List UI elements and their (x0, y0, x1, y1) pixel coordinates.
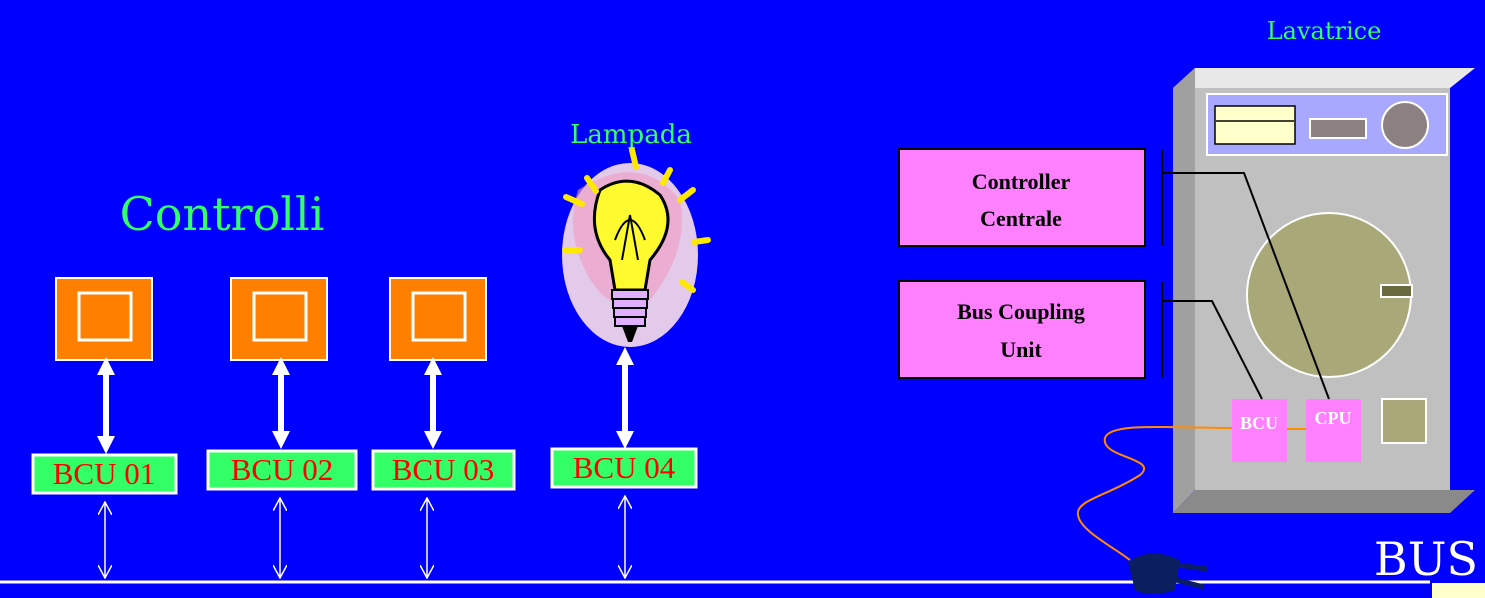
bcu-chip-label: BCU (1240, 413, 1278, 433)
bcu-04-label: BCU 04 (573, 450, 676, 485)
controlli-label: Controlli (120, 187, 325, 241)
bus-label: BUS (1374, 532, 1478, 586)
cpu-chip-label: CPU (1315, 408, 1352, 428)
bcu-03-box (371, 449, 516, 491)
bcu-01-label: BCU 01 (53, 456, 156, 491)
bus-coupling-unit-callout: Bus Coupling Unit (898, 280, 1146, 379)
svg-text:Bus Coupling: Bus Coupling (957, 299, 1085, 324)
svg-text:Controller: Controller (972, 169, 1071, 194)
svg-text:Centrale: Centrale (980, 206, 1062, 231)
device-bcu-arrows (97, 347, 634, 454)
bus-corner-tab (1432, 583, 1485, 598)
power-cable (1076, 425, 1233, 561)
plug-icon (1128, 553, 1208, 594)
control-device-1 (55, 277, 153, 361)
bcu-bus-arrows (105, 496, 625, 578)
bcu-chip (1232, 399, 1287, 462)
bcu-01-box (31, 453, 178, 495)
bcu-02-box (206, 449, 358, 491)
svg-text:Unit: Unit (1000, 337, 1042, 362)
lightbulb-icon (562, 147, 711, 347)
bcu-04-box (550, 447, 698, 489)
control-device-2 (230, 277, 328, 361)
bcu-03-label: BCU 03 (392, 452, 495, 487)
lampada-label: Lampada (570, 120, 692, 150)
callout-leaders (1161, 150, 1330, 400)
cpu-chip (1306, 399, 1361, 462)
controller-centrale-callout: Controller Centrale (898, 148, 1146, 247)
lavatrice-label: Lavatrice (1267, 17, 1382, 45)
bcu-02-label: BCU 02 (231, 452, 334, 487)
control-device-3 (389, 277, 487, 361)
